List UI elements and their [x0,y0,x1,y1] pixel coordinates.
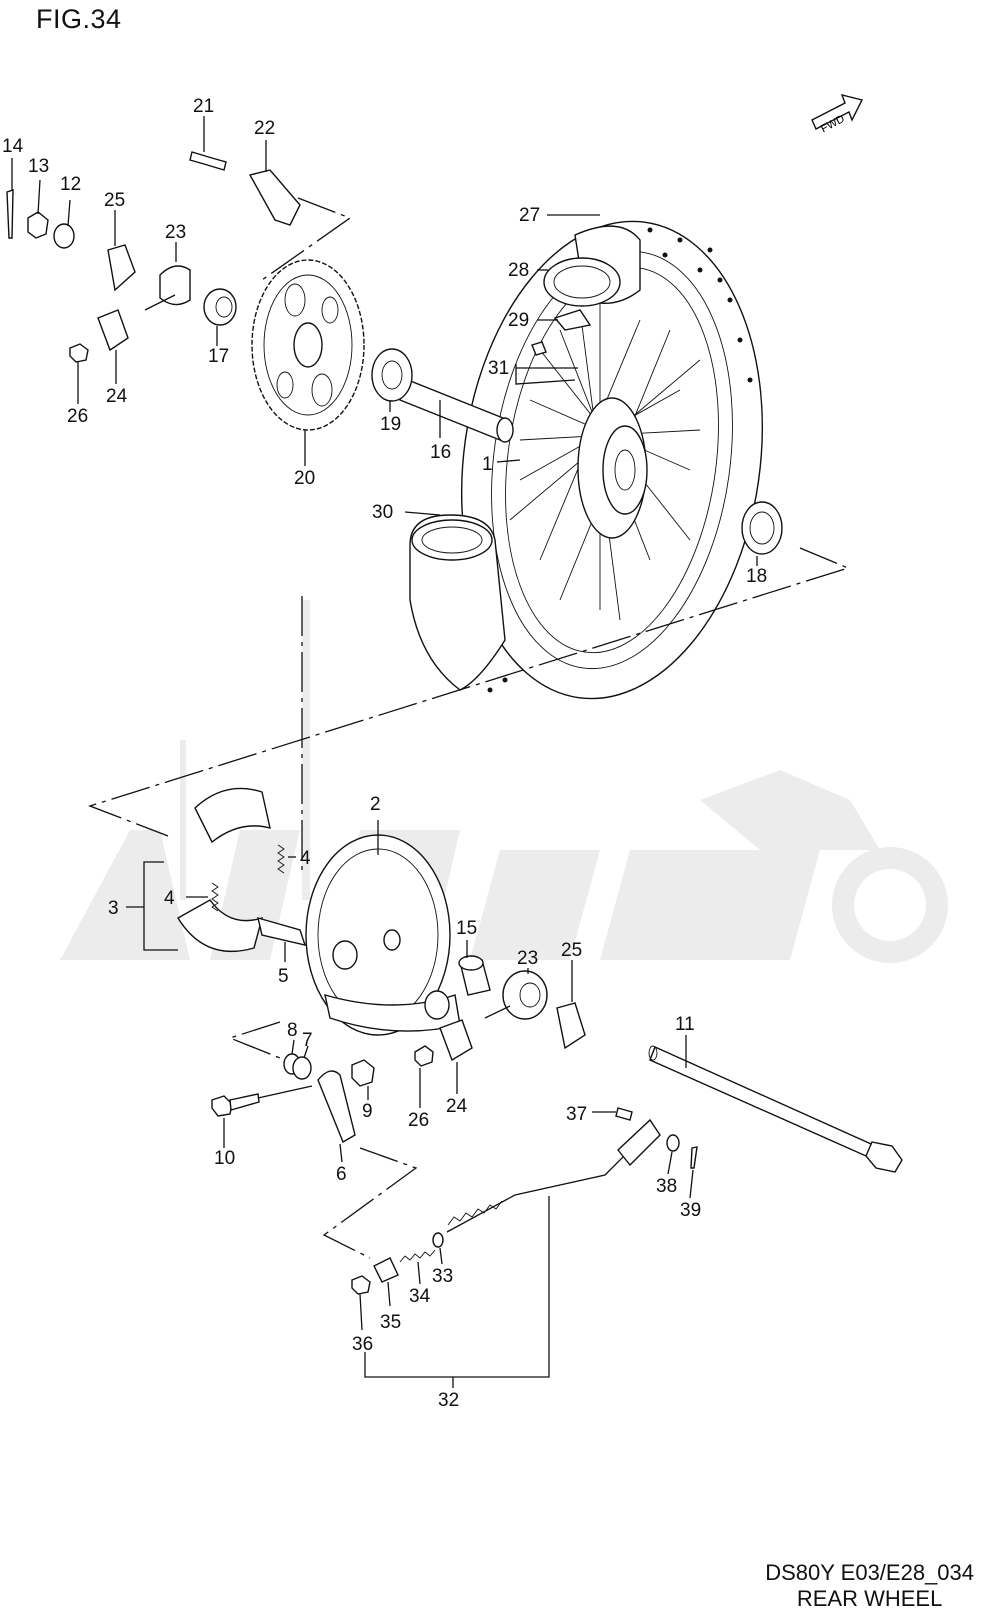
spring-4b [211,882,219,912]
callout-3: 3 [108,898,119,919]
callout-10: 10 [214,1148,235,1169]
callout-15: 15 [456,918,477,939]
washer-38 [666,1134,680,1152]
callout-26b: 26 [408,1110,429,1131]
plate-25 [107,244,136,292]
callout-25: 25 [104,190,125,211]
diagram-code: DS80Y E03/E28_034 [765,1560,974,1585]
tire-section [409,514,506,691]
callout-24: 24 [106,386,128,407]
callout-4b: 4 [164,888,175,909]
callout-20: 20 [294,468,315,489]
nut-13 [27,211,49,239]
callout-1: 1 [482,454,493,475]
callout-38: 38 [656,1176,677,1197]
plate-25-lower [556,1002,586,1050]
callout-17: 17 [208,346,229,367]
callout-26: 26 [67,406,88,427]
callout-25b: 25 [561,940,582,961]
callout-5: 5 [278,966,289,987]
callout-4a: 4 [300,848,311,869]
nut-26 [69,343,89,363]
callout-36: 36 [352,1334,373,1355]
spring-4a [277,844,285,874]
callout-21: 21 [193,96,214,117]
callout-labels: 14 13 12 21 22 25 23 17 24 26 20 19 16 1… [2,96,767,1411]
brake-panel-2 [305,834,461,1036]
spring-34 [399,1249,436,1263]
washer-7 [292,1056,312,1080]
callout-12: 12 [60,174,81,195]
callout-6: 6 [336,1164,347,1185]
callout-9: 9 [362,1101,373,1122]
callout-11: 11 [675,1014,695,1035]
callout-34: 34 [409,1286,431,1307]
callout-23: 23 [165,222,186,243]
spacer-16 [399,379,514,443]
bolt-10 [211,1093,260,1117]
callout-29: 29 [508,310,529,331]
callout-22: 22 [254,118,275,139]
pin-39 [690,1146,698,1169]
callout-39: 39 [680,1200,701,1221]
callout-23b: 23 [517,948,538,969]
nut-9 [351,1059,375,1087]
spacer-17 [203,288,237,326]
callout-31: 31 [488,358,509,379]
brake-cam-5 [257,916,307,946]
brake-shoe-lower [177,899,264,952]
guide-line [228,1021,281,1059]
bearing-19 [371,348,413,402]
bearing-18 [741,501,783,555]
guide-line [261,197,352,281]
guide-line [88,547,850,837]
callout-13: 13 [28,156,49,177]
callout-32: 32 [438,1390,459,1411]
callout-30: 30 [372,502,393,523]
diagram-name: REAR WHEEL [796,1586,943,1611]
valve-icon [531,341,547,356]
chain-adjuster-23 [144,265,191,311]
plate-22 [248,169,301,226]
callout-2: 2 [370,794,381,815]
pin-37 [615,1107,633,1121]
cotter-pin-14 [6,189,14,239]
nut-36 [351,1275,371,1295]
chain-adjuster-23-lower [484,970,548,1020]
sprocket-20 [251,259,365,431]
callout-18: 18 [746,566,767,587]
axle-11 [648,1045,903,1173]
callout-37: 37 [566,1104,587,1125]
brake-rod-32 [446,1118,661,1233]
block-24-lower [439,1019,473,1062]
brake-shoe-upper [194,787,271,844]
figure-title: FIG.34 [36,4,122,34]
tire-tube [543,225,641,331]
washer-12 [53,223,75,249]
callout-8: 8 [287,1020,298,1041]
callout-28: 28 [508,260,529,281]
fwd-arrow-icon: FWD [811,93,864,135]
callout-24b: 24 [446,1096,468,1117]
block-24 [97,309,129,352]
guide-line [322,1147,418,1259]
callout-16: 16 [430,442,451,463]
brake-arm-6 [317,1070,356,1144]
bolt-21 [189,151,227,171]
callout-14: 14 [2,136,24,157]
spacer-15 [458,955,491,996]
callout-27: 27 [519,205,540,226]
washer-33 [432,1232,444,1248]
callout-35: 35 [380,1312,401,1333]
leader-lines [11,116,758,1388]
joint-35 [373,1257,399,1283]
callout-19: 19 [380,414,401,435]
callout-7: 7 [302,1030,313,1051]
nut-26-lower [414,1045,434,1067]
callout-33: 33 [432,1266,453,1287]
artmoto-watermark [60,600,948,963]
diagram-footer: DS80Y E03/E28_034 REAR WHEEL [765,1560,974,1612]
